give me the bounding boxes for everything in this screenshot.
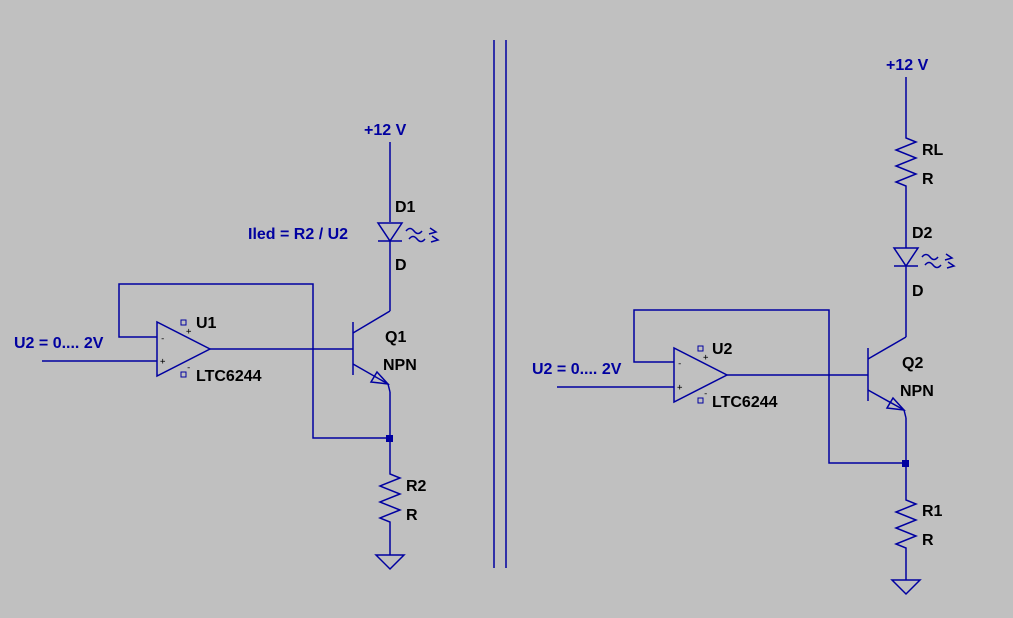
right-opamp-value: LTC6244 [712, 394, 778, 411]
right-ground-icon [890, 579, 922, 596]
right-emitter-stub [903, 409, 907, 419]
right-resistor-value: R [922, 532, 934, 549]
right-opamp-vplus-mark: + [703, 353, 709, 363]
right-opamp-plus-mark: + [677, 383, 683, 393]
left-resistor-name: R2 [406, 478, 427, 495]
left-vcc-label: +12 V [364, 122, 407, 139]
right-opamp-name: U2 [712, 341, 733, 358]
left-opamp-minus-mark: - [160, 334, 165, 344]
right-led-name: D2 [912, 225, 933, 242]
right-opamp-vminus-mark: - [703, 389, 708, 399]
right-resistor-name: R1 [922, 503, 943, 520]
left-opamp-vplus-mark: + [186, 327, 192, 337]
right-led-d2[interactable] [892, 247, 956, 269]
right-transistor-name: Q2 [902, 355, 923, 372]
left-opamp-name: U1 [196, 315, 217, 332]
right-vcc-label: +12 V [886, 57, 929, 74]
right-feedback-wire [633, 309, 906, 464]
left-opamp-u1[interactable] [156, 319, 212, 378]
center-separator [493, 40, 507, 568]
right-transistor-value: NPN [900, 383, 934, 400]
left-resistor-r2[interactable] [377, 468, 403, 555]
right-opamp-minus-mark: - [677, 359, 682, 369]
left-transistor-name: Q1 [385, 329, 406, 346]
right-load-name: RL [922, 142, 944, 159]
left-led-name: D1 [395, 199, 416, 216]
left-transistor-value: NPN [383, 357, 417, 374]
right-circuit: +12 V RL R D2 D Q2 NPN [532, 57, 956, 596]
left-input-label: U2 = 0.... 2V [14, 335, 104, 352]
left-opamp-value: LTC6244 [196, 368, 262, 385]
left-led-note: Iled = R2 / U2 [248, 226, 348, 243]
right-resistor-r1[interactable] [893, 494, 919, 580]
left-feedback-wire [118, 283, 390, 439]
left-led-d1[interactable] [376, 222, 440, 243]
left-transistor-q1[interactable] [352, 310, 391, 385]
right-opamp-u2[interactable] [673, 345, 729, 404]
left-resistor-value: R [406, 507, 418, 524]
left-opamp-plus-mark: + [160, 357, 166, 367]
right-input-label: U2 = 0.... 2V [532, 361, 622, 378]
left-ground-icon [374, 554, 406, 571]
right-led-value: D [912, 283, 924, 300]
left-opamp-vminus-mark: - [186, 363, 191, 373]
right-resistor-rl[interactable] [893, 133, 919, 248]
left-led-value: D [395, 257, 407, 274]
left-emitter-stub [387, 383, 391, 393]
right-load-value: R [922, 171, 934, 188]
left-circuit: +12 V D1 D Iled = R2 / U2 Q1 NPN [14, 122, 440, 571]
